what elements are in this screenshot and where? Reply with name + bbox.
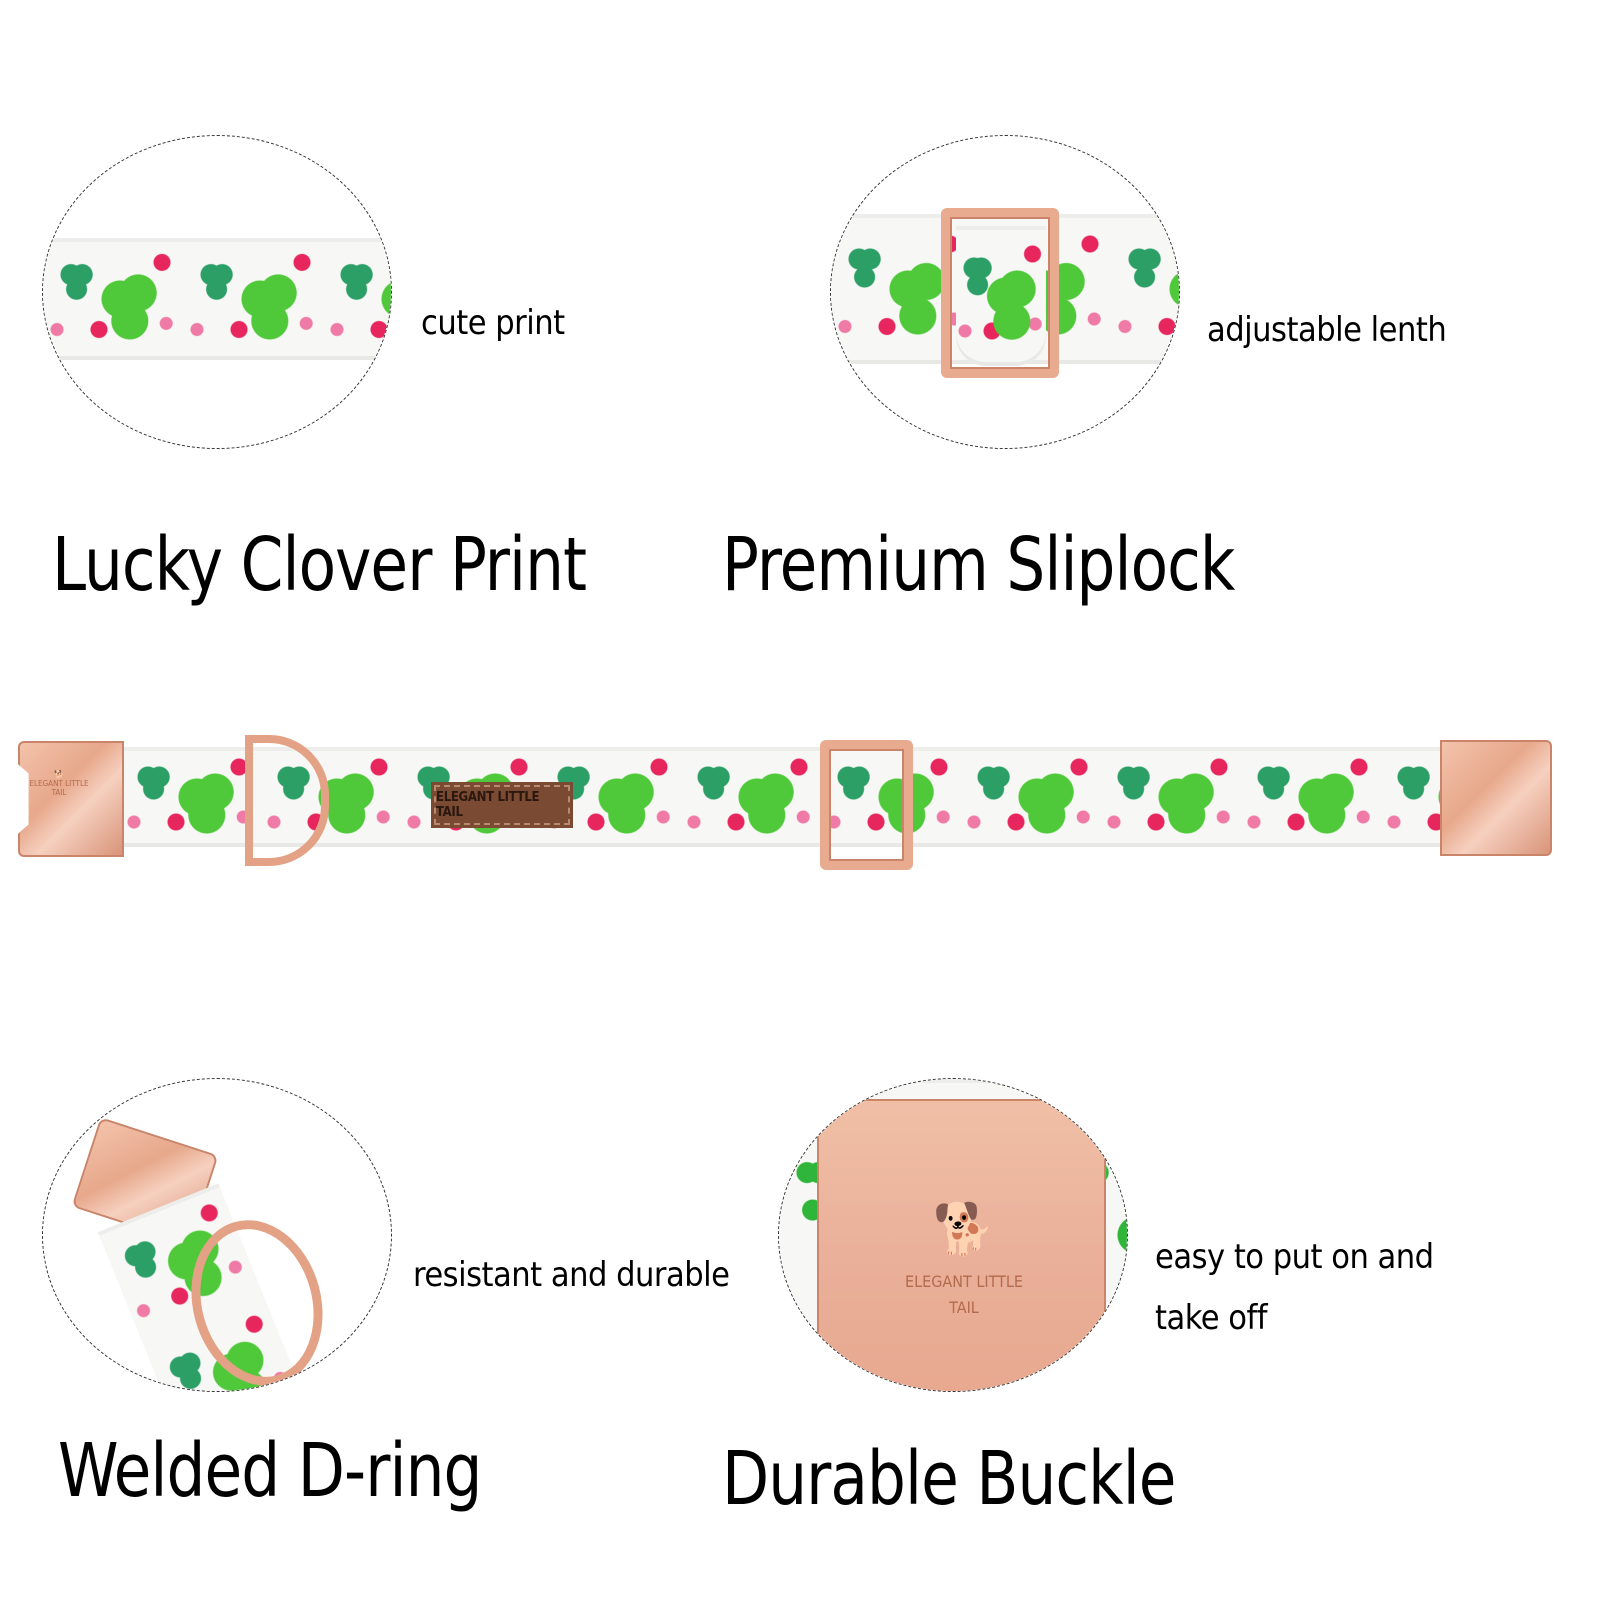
- folded-fabric: [956, 226, 1046, 366]
- clover-fabric: [43, 238, 391, 360]
- full-collar-image: 🐕ELEGANT LITTLE TAIL ELEGANT LITTLE TAIL: [0, 735, 1600, 870]
- buckle-logo-engraving: 🐕ELEGANT LITTLE TAIL: [29, 770, 89, 797]
- caption-easy-on-off-line2: take off: [1155, 1298, 1268, 1338]
- caption-resistant-and-durable: resistant and durable: [413, 1255, 730, 1295]
- buckle-female-icon: [18, 741, 124, 857]
- heading-durable-buckle: Durable Buckle: [722, 1436, 1176, 1522]
- buckle-face-icon: [817, 1099, 1106, 1391]
- slider-buckle-icon: [941, 208, 1059, 378]
- d-ring-closeup: [42, 1078, 392, 1392]
- caption-cute-print: cute print: [421, 303, 565, 343]
- clover-print-closeup: [42, 135, 392, 449]
- collar-strap: [120, 747, 1490, 847]
- buckle-male-icon: [1440, 740, 1552, 856]
- buckle-closeup: 🐕 ELEGANT LITTLE TAIL: [778, 1078, 1128, 1392]
- collar-slider-icon: [820, 740, 913, 870]
- caption-easy-on-off-line1: easy to put on and: [1155, 1237, 1434, 1277]
- sliplock-closeup: [830, 135, 1180, 449]
- heading-lucky-clover-print: Lucky Clover Print: [52, 522, 587, 608]
- heading-premium-sliplock: Premium Sliplock: [722, 522, 1235, 608]
- d-ring-icon: [245, 735, 329, 866]
- buckle-logo-engraving: 🐕 ELEGANT LITTLE TAIL: [905, 1200, 1023, 1317]
- dog-logo-icon: 🐕: [932, 1200, 996, 1258]
- caption-adjustable-length: adjustable lenth: [1207, 310, 1447, 350]
- brand-leather-patch: ELEGANT LITTLE TAIL: [431, 782, 573, 828]
- heading-welded-d-ring: Welded D-ring: [58, 1428, 482, 1514]
